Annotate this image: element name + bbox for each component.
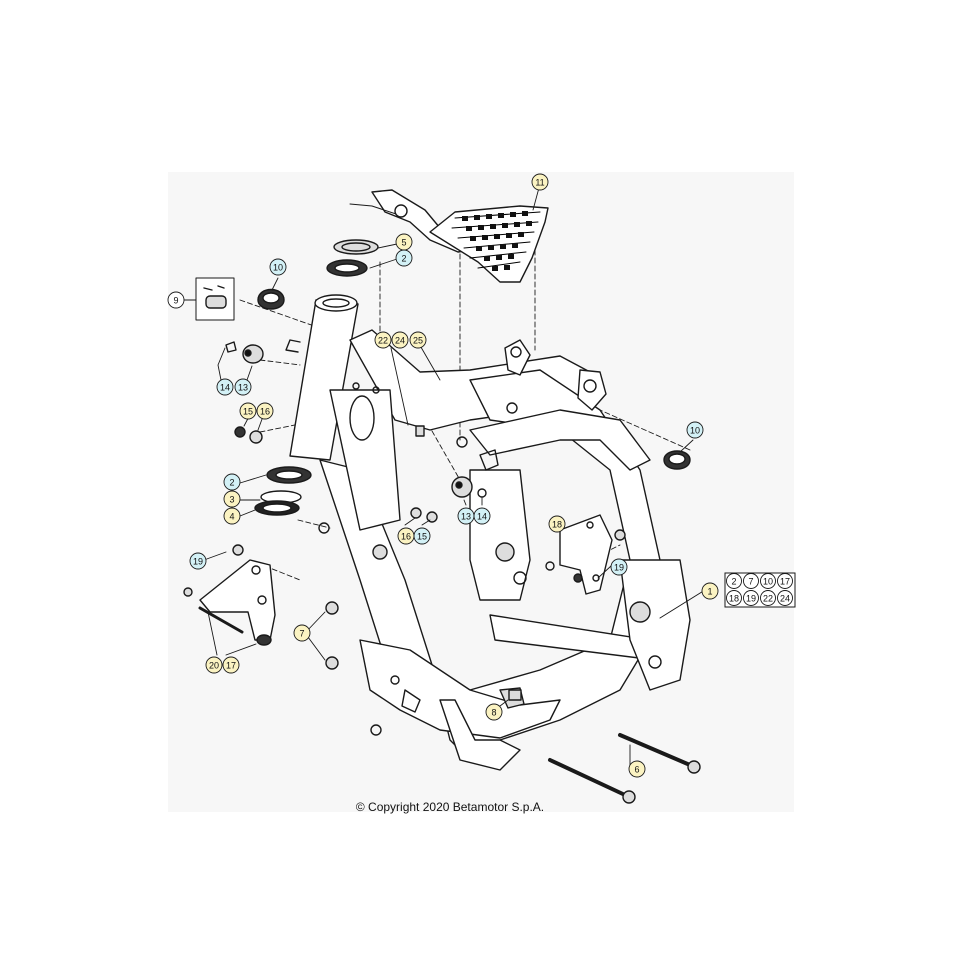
- callout-18: 18: [548, 515, 566, 533]
- callout-label: 8: [491, 708, 496, 718]
- callout-label: 25: [413, 336, 423, 346]
- bushing-13-center: [451, 476, 487, 498]
- callout-label: 2: [229, 478, 234, 488]
- kit-item-24: 24: [777, 590, 793, 606]
- callout-label: 14: [220, 383, 230, 393]
- callout-label: 5: [401, 238, 406, 248]
- callout-6: 6: [628, 760, 646, 778]
- callout-10: 10: [269, 258, 287, 276]
- kit-item-17: 17: [777, 573, 793, 589]
- callout-label: 22: [378, 336, 388, 346]
- callout-19: 19: [610, 558, 628, 576]
- callout-label: 18: [552, 520, 562, 530]
- callout-19: 19: [189, 552, 207, 570]
- nuts-15-16-left: [234, 426, 263, 444]
- callout-label: 10: [273, 263, 283, 273]
- kit-leader-1: [659, 589, 706, 619]
- callout-15: 15: [413, 527, 431, 545]
- kit-item-18: 18: [726, 590, 742, 606]
- callout-14: 14: [473, 507, 491, 525]
- callout-label: 11: [535, 178, 544, 188]
- callout-2: 2: [395, 249, 413, 267]
- callout-25: 25: [409, 331, 427, 349]
- callout-5: 5: [395, 233, 413, 251]
- callout-2: 2: [223, 473, 241, 491]
- frame-main: [319, 329, 691, 771]
- callout-label: 14: [477, 512, 487, 522]
- callout-label: 20: [209, 661, 219, 671]
- kit-item-19: 19: [743, 590, 759, 606]
- copyright-text: © Copyright 2020 Betamotor S.p.A.: [355, 800, 545, 814]
- callout-label: 10: [690, 426, 700, 436]
- callout-22: 22: [374, 331, 392, 349]
- callout-3: 3: [223, 490, 241, 508]
- callout-11: 11: [531, 173, 549, 191]
- bushing-13-left: [225, 341, 264, 364]
- callout-label: 17: [226, 661, 236, 671]
- callout-15: 15: [239, 402, 257, 420]
- callout-9: 9: [167, 291, 185, 309]
- kit-item-label: 10: [763, 577, 773, 587]
- callout-13: 13: [234, 378, 252, 396]
- callout-label: 15: [243, 407, 253, 417]
- callout-label: 19: [614, 563, 624, 573]
- kit-item-22: 22: [760, 590, 776, 606]
- callout-label: 19: [193, 557, 203, 567]
- callout-label: 6: [634, 765, 639, 775]
- nuts-15-16-center: [410, 507, 438, 523]
- callout-16: 16: [397, 527, 415, 545]
- kit-item-label: 17: [780, 577, 790, 587]
- nuts-7: [325, 601, 339, 670]
- callout-20: 20: [205, 656, 223, 674]
- kit-item-label: 19: [746, 594, 756, 604]
- callout-24: 24: [391, 331, 409, 349]
- kit-item-label: 18: [729, 594, 739, 604]
- callout-label: 2: [401, 254, 406, 264]
- callout-16: 16: [256, 402, 274, 420]
- callout-4: 4: [223, 507, 241, 525]
- lower-bearings: [254, 466, 312, 516]
- bracket-left: [183, 544, 276, 646]
- kit-box-1: 2 7 10 17 18 19 22 24: [724, 572, 796, 608]
- callout-1: 1: [701, 582, 719, 600]
- skid-plate: [349, 189, 549, 283]
- kit-item-label: 7: [748, 577, 753, 587]
- bracket-18: [545, 514, 626, 595]
- callout-label: 4: [229, 512, 234, 522]
- callout-label: 7: [299, 629, 304, 639]
- kit-item-7: 7: [743, 573, 759, 589]
- callout-label: 16: [260, 407, 270, 417]
- bolts-6: [548, 733, 701, 804]
- callout-label: 1: [707, 587, 712, 597]
- callout-label: 9: [173, 296, 178, 306]
- callout-label: 13: [238, 383, 248, 393]
- kit-item-10: 10: [760, 573, 776, 589]
- callout-label: 13: [461, 512, 471, 522]
- callout-label: 15: [417, 532, 427, 542]
- callout-14: 14: [216, 378, 234, 396]
- kit-item-label: 24: [780, 594, 790, 604]
- callout-label: 3: [229, 495, 234, 505]
- callout-7: 7: [293, 624, 311, 642]
- grommet-9: [195, 277, 235, 321]
- callout-17: 17: [222, 656, 240, 674]
- nut-8: [508, 689, 522, 701]
- steering-head: [285, 294, 359, 461]
- kit-item-label: 2: [731, 577, 736, 587]
- kit-item-2: 2: [726, 573, 742, 589]
- callout-10: 10: [686, 421, 704, 439]
- callout-label: 16: [401, 532, 411, 542]
- callout-13: 13: [457, 507, 475, 525]
- kit-item-label: 22: [763, 594, 773, 604]
- clamp-10-left: [257, 288, 285, 310]
- callout-8: 8: [485, 703, 503, 721]
- upper-bearings: [326, 239, 379, 277]
- clamp-10-right: [663, 450, 691, 470]
- callout-label: 24: [395, 336, 405, 346]
- frame-details: [318, 346, 662, 736]
